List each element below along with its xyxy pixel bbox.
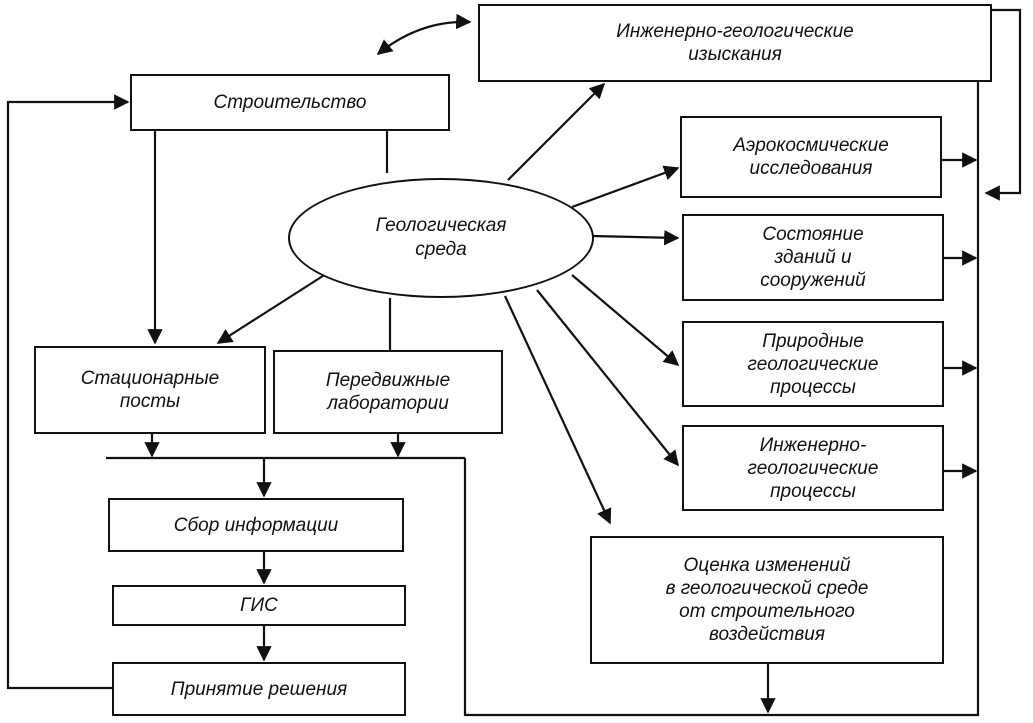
- node-geological-environment: Геологическая среда: [288, 178, 594, 298]
- node-impact-assessment: Оценка изменений в геологической среде о…: [590, 536, 944, 664]
- arrow-to-natural: [571, 274, 680, 366]
- arrow-to-buildings: [591, 229, 680, 246]
- node-buildings-state: Состояние зданий и сооружений: [682, 214, 944, 301]
- arrow-to-aerospace: [571, 165, 680, 209]
- node-construction: Строительство: [130, 74, 450, 131]
- arrow-to-assessment: [504, 295, 612, 525]
- node-decision: Принятие решения: [112, 662, 406, 716]
- node-engineering-processes: Инженерно- геологические процессы: [682, 425, 944, 511]
- node-aerospace: Аэрокосмические исследования: [680, 116, 942, 198]
- surveys-construction-curved-arrow: [376, 13, 472, 55]
- arrow-to-surveys: [507, 82, 606, 181]
- feedback-loop: [6, 94, 130, 690]
- node-surveys: Инженерно-геологические изыскания: [478, 4, 992, 82]
- node-stationary-posts: Стационарные посты: [34, 346, 266, 434]
- surveys-loop: [984, 8, 1022, 201]
- arrow-to-stationary: [216, 273, 327, 344]
- node-data-collection: Сбор информации: [108, 498, 404, 552]
- arrow-to-engineering: [536, 289, 679, 467]
- right-bus: [463, 80, 980, 717]
- node-gis: ГИС: [112, 585, 406, 626]
- node-mobile-labs: Передвижные лаборатории: [273, 350, 503, 434]
- node-natural-processes: Природные геологические процессы: [682, 321, 944, 407]
